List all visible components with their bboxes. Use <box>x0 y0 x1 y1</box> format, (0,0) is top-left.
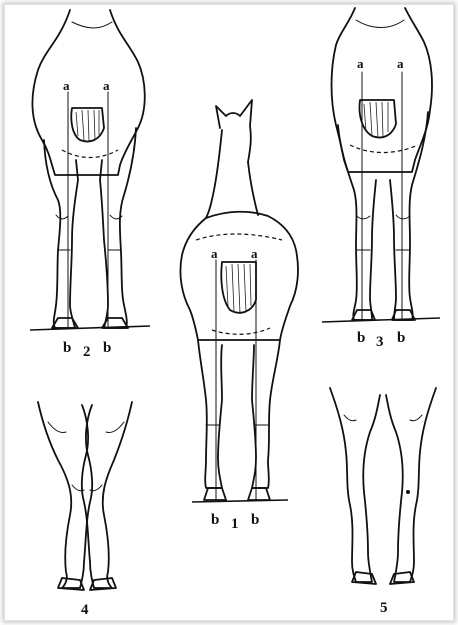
fig3-right-leg <box>390 112 428 320</box>
fig2-label-b-left: b <box>63 340 71 356</box>
figure-1-whole-horse-rear <box>180 100 298 502</box>
fig1-number: 1 <box>231 516 239 532</box>
fig2-label-a-left: a <box>63 78 70 93</box>
fig3-label-a-left: a <box>357 56 364 71</box>
fig3-label-b-right: b <box>397 330 405 346</box>
fig1-left-leg <box>198 340 222 488</box>
fig2-left-leg <box>44 140 78 328</box>
fig2-right-leg <box>100 128 136 328</box>
fig2-number: 2 <box>83 344 91 360</box>
fig3-label-a-right: a <box>397 56 404 71</box>
fig1-neck <box>206 130 222 218</box>
fig3-label-b-left: b <box>357 330 365 346</box>
fig4-number: 4 <box>81 602 89 618</box>
fig2-label-b-right: b <box>103 340 111 356</box>
fig1-rump-outline <box>180 212 298 340</box>
fig1-label-a-right: a <box>251 246 258 261</box>
fig4-right-leg <box>82 402 132 588</box>
fig2-label-a-right: a <box>103 78 110 93</box>
fig5-right-leg <box>386 388 436 582</box>
fig5-number: 5 <box>380 600 388 616</box>
fig2-rump-outline <box>32 10 144 175</box>
figure-4-legs-close <box>38 402 132 590</box>
fig1-label-a-left: a <box>211 246 218 261</box>
fig2-ground-line <box>30 326 150 330</box>
fig3-left-leg <box>338 125 376 320</box>
fig1-label-b-right: b <box>251 512 259 528</box>
figure-3-hindquarters-correct <box>322 8 440 322</box>
fig3-number: 3 <box>376 334 384 350</box>
fig1-label-b-left: b <box>211 512 219 528</box>
fig3-rump-outline <box>332 8 433 172</box>
fig5-left-leg <box>330 388 380 582</box>
fig4-left-leg <box>38 402 92 588</box>
figure-5-legs-bowed <box>330 388 436 584</box>
figure-2-hindquarters-wide <box>30 10 150 330</box>
fig3-ground-line <box>322 318 440 322</box>
fig2-back-line <box>72 22 112 28</box>
